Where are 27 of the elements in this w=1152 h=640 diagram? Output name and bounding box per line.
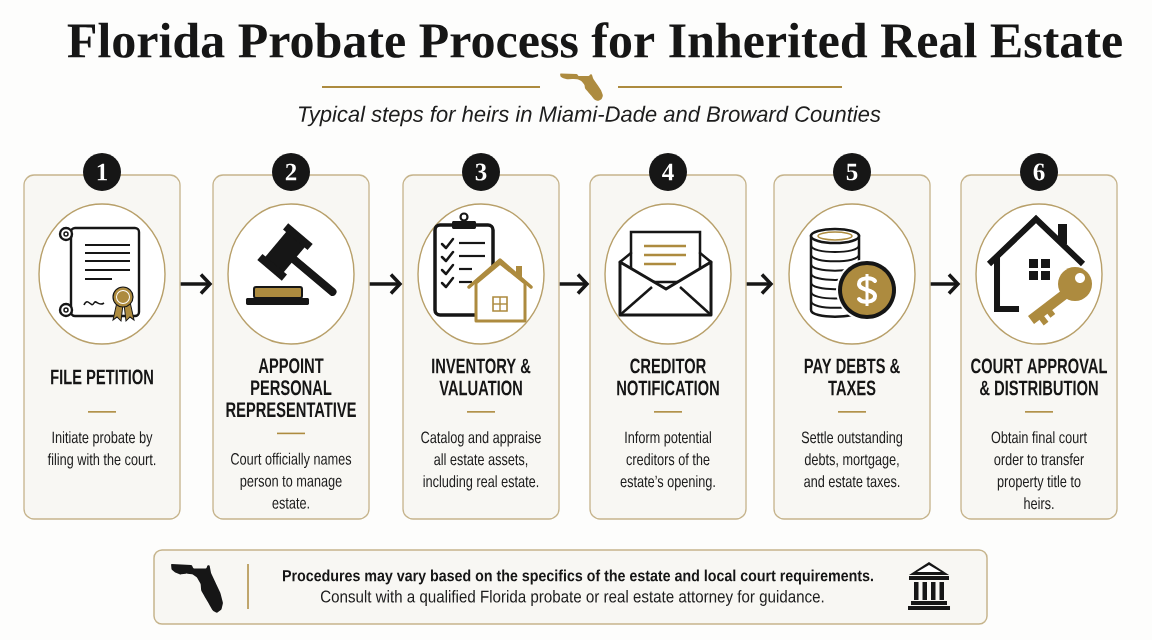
step-description: Settle outstanding debts, mortgage, and estate taxes. (801, 431, 903, 488)
number-badge: 6 (1020, 153, 1058, 191)
note-text: Consult with a qualified Florida probate or real estate attorney for guidance. (320, 590, 824, 606)
subtitle: Typical steps for heirs in Miami-Dade and Broward Counties (298, 105, 881, 127)
arrow (559, 273, 590, 295)
number-badge: 5 (833, 153, 871, 191)
step-heading: PAY DEBTS & TAXES (804, 358, 900, 396)
step-description: Catalog and appraise all estate assets, including real estate. (421, 431, 541, 491)
step-description: Obtain final court order to transfer property title to heirs. (991, 431, 1087, 510)
number-badge: 1 (83, 153, 121, 191)
step-description: Court officially names person to manage estate. (231, 452, 352, 509)
step-heading: CREDITOR NOTIFICATION (617, 358, 719, 396)
title: Florida Probate Process for Inherited Real Estate (67, 22, 1122, 58)
arrow (746, 273, 774, 295)
step-heading: APPOINT PERSONAL REPRESENTATIVE (226, 358, 356, 418)
step-heading: FILE PETITION (51, 369, 153, 385)
step-description: Initiate probate by filing with the court. (47, 431, 156, 469)
number-badge: 4 (649, 153, 687, 191)
arrow (930, 273, 961, 295)
step-description: Inform potential creditors of the estate’s opening. (620, 431, 715, 491)
arrow (180, 273, 213, 295)
number-badge: 2 (272, 153, 310, 191)
number-badge: 3 (462, 153, 500, 191)
step-heading: INVENTORY & VALUATION (432, 358, 531, 396)
arrow (369, 273, 403, 295)
note-text: Procedures may vary based on the specifics of the estate and local court requirements. (283, 569, 873, 585)
step-heading: COURT APPROVAL & DISTRIBUTION (971, 358, 1108, 396)
